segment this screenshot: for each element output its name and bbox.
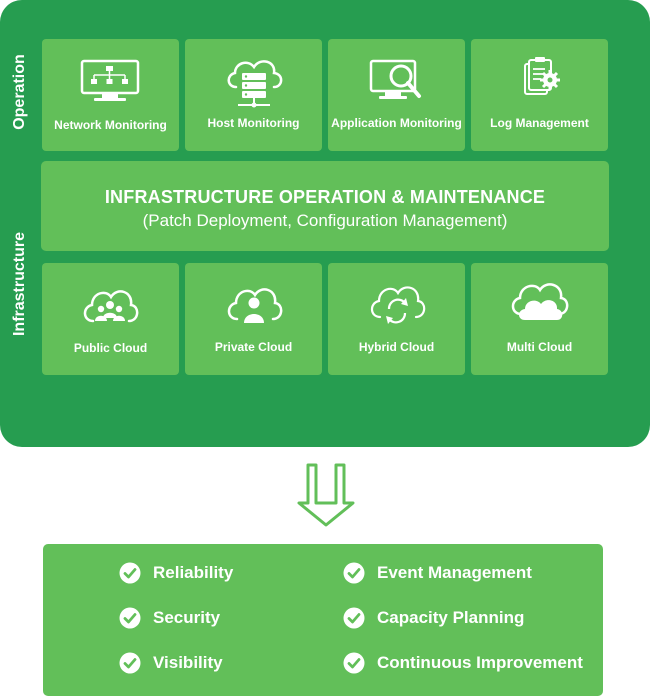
cloud-user-icon — [227, 288, 283, 323]
tile-label: Multi Cloud — [506, 340, 573, 354]
cloud-group-icon — [83, 290, 139, 323]
band-subtitle: (Patch Deployment, Configuration Managem… — [142, 211, 508, 230]
check-circle-icon — [119, 652, 141, 674]
multi-cloud-icon — [511, 283, 569, 320]
log-gear-icon — [524, 57, 560, 95]
benefit-item: Continuous Improvement — [343, 652, 583, 674]
check-circle-icon — [119, 607, 141, 629]
tile-label: Public Cloud — [73, 341, 148, 355]
tile-public-cloud: Public Cloud — [42, 263, 179, 375]
benefit-label: Visibility — [153, 653, 223, 672]
band-title: INFRASTRUCTURE OPERATION & MAINTENANCE — [104, 187, 546, 207]
tile-application-monitoring: Application Monitoring — [328, 39, 465, 151]
benefit-label: Security — [153, 608, 221, 627]
benefit-item: Event Management — [343, 562, 532, 584]
benefit-item: Visibility — [119, 652, 223, 674]
benefit-item: Security — [119, 607, 220, 629]
benefit-label: Reliability — [153, 563, 234, 582]
benefits-panel: Reliability Event Management Security Ca… — [43, 544, 603, 696]
benefit-label: Event Management — [377, 563, 532, 582]
tile-multi-cloud: Multi Cloud — [471, 263, 608, 375]
benefit-item: Reliability — [119, 562, 233, 584]
check-circle-icon — [343, 607, 365, 629]
tile-label: Application Monitoring — [331, 116, 462, 130]
tile-private-cloud: Private Cloud — [185, 263, 322, 375]
tile-label: Private Cloud — [214, 340, 293, 354]
infrastructure-om-band: INFRASTRUCTURE OPERATION & MAINTENANCE (… — [41, 161, 609, 251]
tile-hybrid-cloud: Hybrid Cloud — [328, 263, 465, 375]
infrastructure-label: Infrastructure — [11, 231, 28, 337]
check-circle-icon — [343, 652, 365, 674]
tile-log-management: Log Management — [471, 39, 608, 151]
tile-label: Host Monitoring — [207, 116, 300, 130]
cloud-sync-icon — [370, 286, 426, 324]
operation-label: Operation — [11, 54, 28, 130]
tile-label: Log Management — [490, 116, 589, 130]
network-monitor-icon — [80, 59, 140, 101]
down-arrow-icon — [297, 463, 355, 527]
benefit-label: Capacity Planning — [377, 608, 525, 627]
tile-network-monitoring: Network Monitoring — [42, 39, 179, 151]
benefit-label: Continuous Improvement — [377, 653, 583, 672]
check-circle-icon — [343, 562, 365, 584]
tile-label: Network Monitoring — [54, 118, 167, 132]
check-circle-icon — [119, 562, 141, 584]
monitor-magnifier-icon — [369, 59, 421, 99]
benefit-item: Capacity Planning — [343, 607, 524, 629]
tile-label: Hybrid Cloud — [358, 340, 435, 354]
cloud-server-icon — [227, 60, 283, 108]
tile-host-monitoring: Host Monitoring — [185, 39, 322, 151]
